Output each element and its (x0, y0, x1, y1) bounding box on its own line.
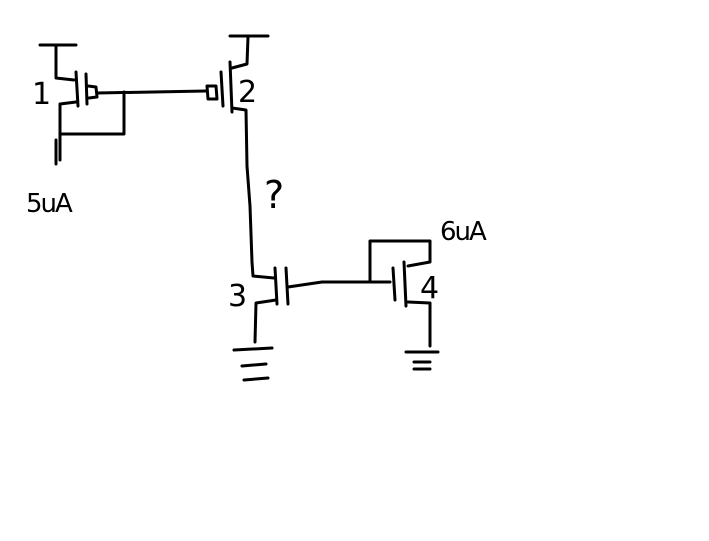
t3-source-lead (253, 298, 278, 344)
ground-3-top (232, 346, 274, 352)
t1-gate-bubble (86, 84, 99, 100)
t1-gate-plate (84, 72, 89, 106)
t4-source-lead (406, 300, 432, 348)
t1-channel (74, 70, 80, 108)
t3-channel (273, 266, 279, 306)
t2-channel (228, 60, 234, 114)
t4-drain-lead (406, 240, 432, 268)
t2-drain-lead (230, 106, 249, 168)
gate-wire-3-4 (286, 280, 392, 289)
t1-drain-lead (58, 100, 78, 162)
left-current-label: 5uA (26, 189, 73, 219)
ground-3-mid (240, 362, 268, 368)
gate-wire-1-2 (95, 89, 208, 95)
transistor-4-label: 4 (420, 271, 439, 306)
transistor-3 (232, 260, 290, 382)
unknown-current-label: ? (264, 173, 284, 217)
transistor-1 (38, 43, 126, 162)
transistor-1-label: 1 (32, 77, 51, 112)
t4-channel (402, 260, 408, 308)
t2-source-lead (230, 35, 250, 70)
t2-gate-bubble (205, 84, 219, 101)
t1-diode-connection (58, 90, 126, 136)
ground-3-bot (242, 376, 270, 382)
t3-drain-lead (250, 260, 276, 280)
wire-2-to-3 (245, 164, 254, 264)
right-current-label: 6uA (440, 217, 487, 247)
transistor-4 (368, 239, 440, 371)
t4-diode-connection (368, 239, 432, 283)
transistor-2 (205, 34, 270, 168)
transistor-3-label: 3 (228, 279, 247, 314)
t4-gate-plate (391, 266, 397, 302)
transistor-2-label: 2 (238, 75, 257, 110)
t1-source-lead (54, 44, 76, 82)
t2-gate-plate (219, 70, 225, 108)
